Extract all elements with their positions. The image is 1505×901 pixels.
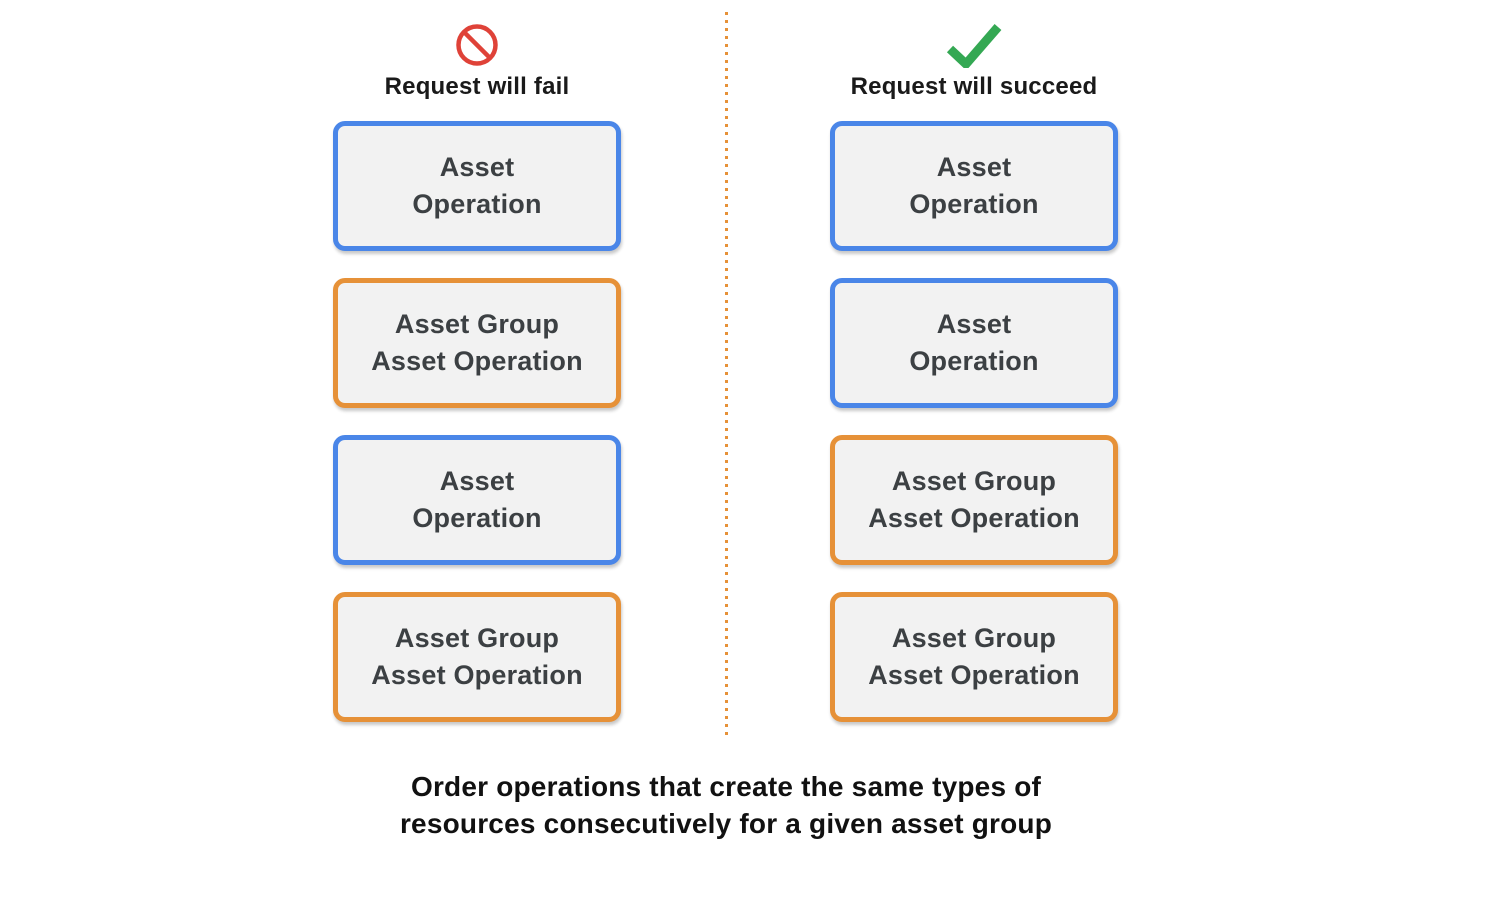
asset-operation-box: Asset Operation (333, 435, 621, 565)
asset-group-asset-operation-box: Asset Group Asset Operation (830, 592, 1118, 722)
succeed-heading: Request will succeed (850, 73, 1098, 100)
asset-operation-box: Asset Operation (333, 121, 621, 251)
fail-heading: Request will fail (384, 73, 570, 100)
asset-group-asset-operation-box: Asset Group Asset Operation (333, 278, 621, 408)
checkmark-icon (945, 20, 1003, 70)
succeed-column: Request will succeed Asset Operation Ass… (830, 14, 1118, 749)
asset-operation-box: Asset Operation (830, 121, 1118, 251)
box-label: Asset Group Asset Operation (868, 466, 1080, 533)
fail-column: Request will fail Asset Operation Asset … (333, 14, 621, 749)
asset-operation-box: Asset Operation (830, 278, 1118, 408)
box-label: Asset Group Asset Operation (371, 309, 583, 376)
box-label: Asset Operation (412, 152, 542, 219)
box-label: Asset Operation (909, 152, 1039, 219)
asset-group-asset-operation-box: Asset Group Asset Operation (333, 592, 621, 722)
caption: Order operations that create the same ty… (399, 771, 1053, 839)
column-divider (725, 12, 728, 739)
box-label: Asset Group Asset Operation (868, 623, 1080, 690)
box-label: Asset Operation (909, 309, 1039, 376)
asset-group-asset-operation-box: Asset Group Asset Operation (830, 435, 1118, 565)
box-label: Asset Group Asset Operation (371, 623, 583, 690)
box-label: Asset Operation (412, 466, 542, 533)
prohibition-icon (455, 20, 499, 70)
